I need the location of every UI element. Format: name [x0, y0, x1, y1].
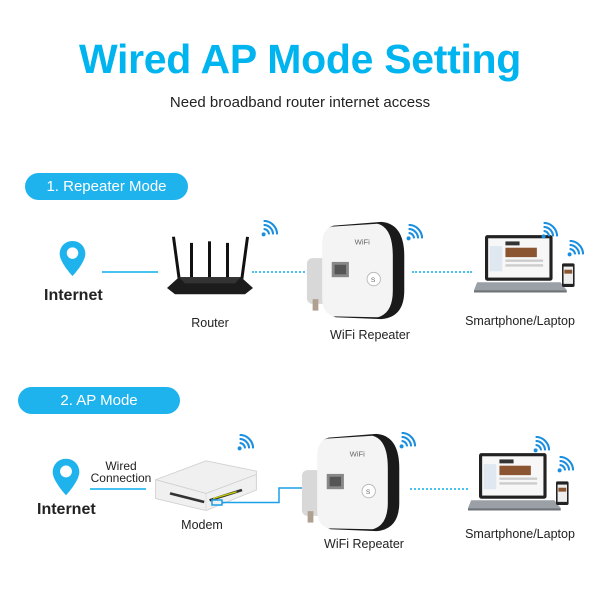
wifi-signal-icon: [540, 222, 558, 240]
smartphone-laptop-label: Smartphone/Laptop: [465, 527, 575, 541]
location-pin-icon: [59, 240, 86, 277]
location-pin-icon: [52, 458, 80, 496]
wifi-signal-icon: [260, 220, 278, 238]
router-icon: [165, 232, 255, 302]
wifi-signal-icon: [556, 456, 574, 474]
page-subtitle: Need broadband router internet access: [169, 94, 431, 111]
router-label: Router: [191, 316, 229, 330]
internet-router-line: [102, 271, 158, 273]
repeater-label: WiFi Repeater: [330, 328, 410, 342]
wired-connection-line1: Wired: [105, 459, 137, 473]
wifi-signal-icon: [398, 432, 416, 450]
smartphone-laptop-label: Smartphone/Laptop: [465, 314, 575, 328]
wifi-signal-icon: [405, 224, 423, 242]
ap-mode-pill: 2. AP Mode: [18, 387, 180, 414]
repeater-mode-pill: 1. Repeater Mode: [25, 173, 188, 200]
repeater-client-link: [410, 488, 468, 490]
internet-modem-line: [90, 488, 146, 490]
wifi-repeater-icon: [305, 218, 410, 323]
wifi-signal-icon: [236, 434, 254, 452]
wifi-signal-icon: [566, 240, 584, 258]
router-repeater-link: [252, 271, 309, 273]
wifi-repeater-icon: [300, 430, 405, 535]
internet-label: Internet: [44, 287, 103, 304]
wifi-signal-icon: [532, 436, 550, 454]
wired-connection-line2: Connection: [90, 471, 152, 485]
repeater-label: WiFi Repeater: [324, 537, 404, 551]
internet-label: Internet: [37, 501, 96, 518]
wired-connection-label: Wired Connection: [90, 460, 152, 484]
page-title: Wired AP Mode Setting: [78, 36, 522, 82]
modem-label: Modem: [181, 518, 223, 532]
repeater-client-link: [412, 271, 472, 273]
